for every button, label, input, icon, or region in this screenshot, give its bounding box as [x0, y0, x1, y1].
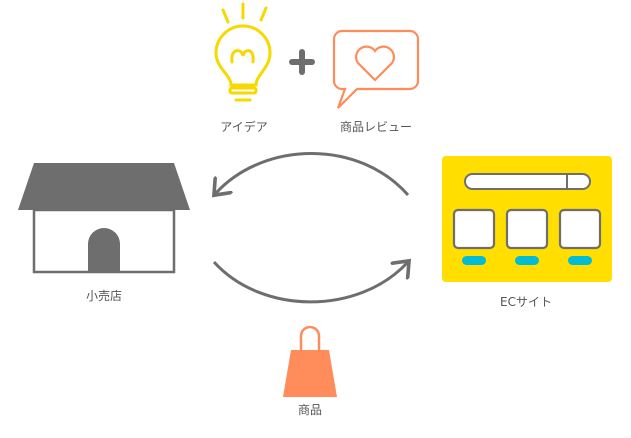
- product-card: [505, 208, 549, 250]
- lightbulb-icon: [214, 2, 272, 102]
- review-bubble-icon: [332, 29, 420, 109]
- label-review: 商品レビュー: [340, 119, 412, 134]
- cart-button: [515, 256, 539, 265]
- ec-site-icon: [442, 156, 612, 282]
- product-card: [558, 208, 602, 250]
- door-icon: [88, 228, 120, 272]
- store-icon: [18, 163, 190, 274]
- plus-icon: [289, 49, 315, 75]
- label-product: 商品: [298, 402, 322, 417]
- arrow-store-to-ec: [212, 262, 407, 304]
- cart-button: [568, 256, 592, 265]
- label-store: 小売店: [86, 288, 122, 303]
- search-bar: [464, 173, 591, 190]
- heart-icon: [355, 45, 395, 82]
- shopping-bag-icon: [283, 325, 337, 397]
- label-idea: アイデア: [220, 119, 267, 134]
- product-card: [452, 208, 496, 250]
- cart-button: [462, 256, 486, 265]
- arrow-ec-to-store: [216, 152, 410, 195]
- label-ec-site: ECサイト: [500, 295, 552, 309]
